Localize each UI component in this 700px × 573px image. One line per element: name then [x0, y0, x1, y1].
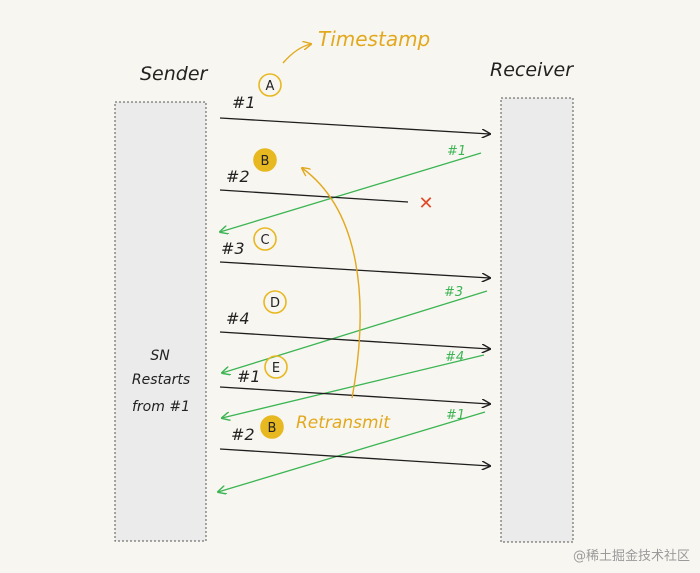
packet-1-arrow [219, 117, 490, 134]
ack-1-label: #1 [447, 144, 466, 159]
ack-5-arrow [218, 411, 486, 492]
packet-2-timestamp: B [261, 154, 270, 169]
timestamp-pointer-arrow [282, 44, 311, 64]
ack-5-label: #1 [446, 408, 465, 423]
sender-box [114, 101, 207, 542]
packet-2-timestamp-circle [253, 148, 277, 172]
packet-1-timestamp-circle [258, 73, 282, 97]
watermark-text: @稀土掘金技术社区 [572, 549, 690, 564]
packet-1-timestamp: A [266, 79, 275, 94]
ack-4-label: #4 [445, 350, 464, 365]
ack-3-label: #3 [444, 285, 463, 300]
packet-3-arrow [219, 261, 490, 278]
packet-5-timestamp: E [272, 361, 280, 376]
ack-3-arrow [222, 290, 488, 373]
retransmit-curve-arrow [302, 168, 361, 399]
sn-restart-line-3: from #1 [132, 399, 190, 415]
packet-4-timestamp-circle [263, 290, 287, 314]
receiver-label: Receiver [490, 59, 574, 81]
packet-3-timestamp: C [260, 233, 269, 248]
packet-3-sn: #3 [221, 239, 245, 258]
packet-6-sn: #2 [231, 425, 255, 444]
packet-5-timestamp-circle [264, 355, 288, 379]
packet-6-timestamp: B [268, 421, 277, 436]
packet-5-arrow [219, 386, 490, 404]
packet-4-sn: #4 [226, 309, 250, 328]
sn-restart-line-2: Restarts [132, 372, 190, 388]
packet-2-sn: #2 [226, 167, 250, 186]
ack-1-arrow [220, 152, 482, 232]
packet-3-timestamp-circle [253, 227, 277, 251]
retransmit-label: Retransmit [296, 413, 391, 433]
packet-5-sn: #1 [237, 367, 261, 386]
timestamp-label: Timestamp [318, 27, 430, 51]
packet-loss-mark: ✕ [418, 193, 433, 214]
packet-1-sn: #1 [232, 93, 256, 112]
sender-label: Sender [140, 63, 209, 85]
packet-6-arrow [219, 448, 490, 466]
packet-2-arrow-lost [219, 189, 409, 203]
receiver-box [500, 97, 574, 543]
sn-restart-line-1: SN [150, 348, 170, 364]
packet-4-timestamp: D [270, 296, 280, 311]
ack-4-arrow [222, 354, 485, 418]
packet-6-timestamp-circle [260, 415, 284, 439]
packet-4-arrow [219, 331, 490, 349]
